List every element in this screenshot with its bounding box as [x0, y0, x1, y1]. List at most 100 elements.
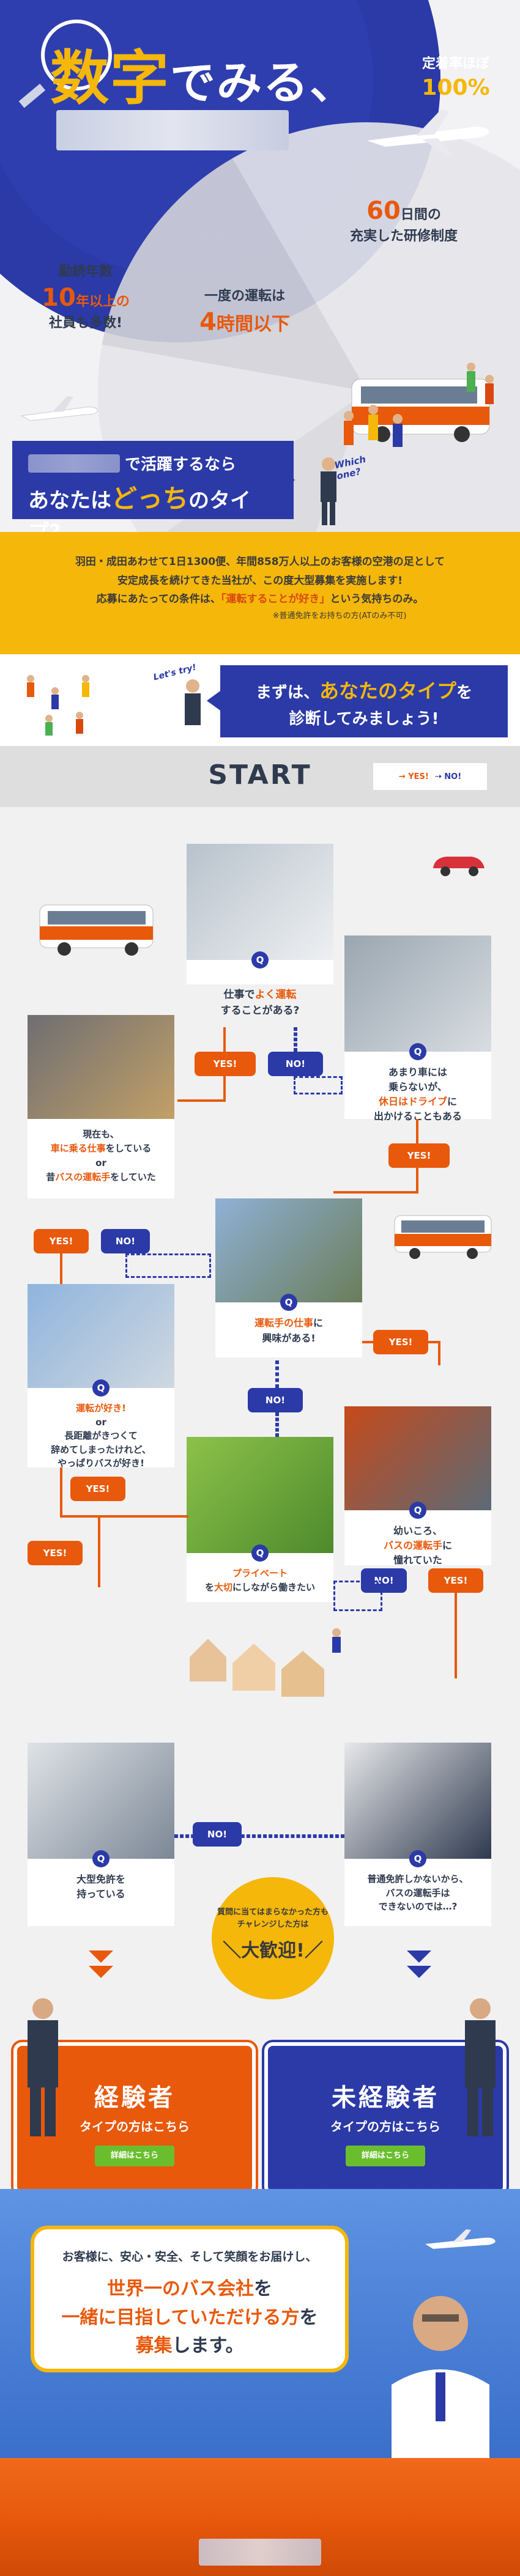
- welcome-bubble: 質問に当てはまらなかった方もチャレンジした方は ＼大歓迎!／: [212, 1877, 334, 1999]
- q3-pre2: 昔: [46, 1171, 56, 1183]
- question-card-7: Q プライベート を大切にしながら働きたい: [187, 1437, 333, 1602]
- no-label: NO!: [248, 1388, 303, 1412]
- intro-line3-pre: 応募にあたっての条件は、: [96, 593, 221, 606]
- stat-driving-label: 一度の運転は: [204, 289, 285, 304]
- closing-line4-emph: 募集: [135, 2335, 173, 2356]
- photo-driver-wheel: [187, 844, 333, 960]
- details-button-inexperienced[interactable]: 詳細はこちら: [346, 2146, 425, 2166]
- people-scatter-illustration: [27, 675, 201, 736]
- driver-figure: [321, 457, 336, 525]
- photo-bus-door: [344, 1406, 491, 1510]
- chevron-down-icon: [407, 1950, 431, 1978]
- no-label: NO!: [193, 1822, 242, 1847]
- q-badge: Q: [251, 1544, 269, 1562]
- question-card-3: 現在も、 車に乗る仕事をしている or 昔バスの運転手をしていた: [28, 1015, 174, 1198]
- magnifier-icon: [18, 20, 112, 108]
- closing-line1: お客様に、安心・安全、そして笑顔をお届けし、: [62, 2250, 318, 2264]
- q1-emph: よく運転: [254, 989, 297, 1001]
- q9-line3: できないのでは…?: [378, 1901, 458, 1912]
- q2-line4: 出かけることもある: [373, 1110, 462, 1122]
- q3-post2: をしていた: [110, 1171, 156, 1183]
- intro-line2: 安定成長を続けてきた当社が、この度大型募集を実施します!: [117, 574, 403, 587]
- question-card-8: Q 大型免許を 持っている: [28, 1743, 174, 1926]
- company-name-blurred-3: [199, 2539, 321, 2566]
- diagnose-line1-pre: まずは、: [255, 684, 319, 702]
- details-button-experienced[interactable]: 詳細はこちら: [95, 2146, 174, 2166]
- driver-standing-left: [28, 1998, 58, 2136]
- q2-line2: 乗らないが、: [388, 1081, 447, 1093]
- bus-illustration-3: [394, 1215, 492, 1259]
- question-card-6: Q 幼いころ、 バスの運転手に 憧れていた: [344, 1406, 491, 1566]
- stat-training-value: 60: [366, 197, 401, 225]
- intro-line1: 羽田・成田あわせて1日1300便、年間858万人以上のお客様の空港の足として: [75, 556, 445, 568]
- q1-pre: 仕事で: [223, 989, 255, 1001]
- q9-line2: バスの運転手は: [385, 1887, 450, 1899]
- q5-line5: やっぱりバスが好き!: [58, 1458, 144, 1469]
- welcome-big: 大歓迎!: [241, 1940, 305, 1962]
- photo-bus-city: [215, 1198, 362, 1302]
- closing-line4-post: します。: [172, 2335, 244, 2356]
- q7-post2: にしながら働きたい: [232, 1581, 316, 1593]
- q5-line4: 辞めてしまったけれど、: [51, 1444, 151, 1455]
- closing-line3-post: を: [299, 2306, 318, 2328]
- q2-line1: あまり車には: [388, 1066, 447, 1078]
- chevron-down-icon: [89, 1950, 113, 1978]
- q3-emph2: バスの運転手: [55, 1171, 111, 1183]
- yes-label: YES!: [28, 1541, 83, 1565]
- bus-illustration: [351, 378, 490, 442]
- stat-driving-value: 4: [199, 308, 217, 336]
- welcome-line2: チャレンジした方は: [237, 1919, 309, 1929]
- question-card-4: Q 運転手の仕事に 興味がある!: [215, 1198, 362, 1357]
- q3-emph1: 車に乗る仕事: [50, 1143, 106, 1154]
- q6-post: に: [442, 1540, 453, 1551]
- people-illustration: [344, 363, 494, 447]
- hero-title-rest: でみる、: [170, 57, 356, 109]
- diagnose-line1-post: を: [456, 684, 473, 702]
- q2-post: に: [447, 1096, 458, 1107]
- diagnose-line1-emph: あなたのタイプ: [319, 679, 456, 703]
- type-line2-pre: あなたは: [28, 489, 111, 513]
- yes-no-legend: → YES! ⇢ NO!: [373, 763, 487, 790]
- flowchart-section: START → YES! ⇢ NO! Q 仕事でよく運転 することがある? Q …: [0, 746, 520, 2195]
- photo-bus-sky: [28, 1284, 174, 1388]
- question-card-1: Q: [187, 844, 333, 984]
- q3-mid: をしている: [105, 1143, 152, 1154]
- intro-band: 羽田・成田あわせて1日1300便、年間858万人以上のお客様の空港の足として 安…: [0, 532, 520, 654]
- yes-label: YES!: [34, 1229, 89, 1253]
- type-line2-emph: どっち: [111, 484, 189, 514]
- q-badge: Q: [409, 1850, 426, 1867]
- q4-post: に: [313, 1317, 324, 1329]
- question-card-2: Q あまり車には 乗らないが、 休日はドライブに 出かけることもある: [344, 936, 491, 1122]
- closing-message-card: お客様に、安心・安全、そして笑顔をお届けし、 世界一のバス会社を 一緒に目指して…: [31, 2226, 349, 2372]
- q7-emph2: 大切: [214, 1581, 232, 1593]
- closing-line2-emph: 世界一のバス会社: [107, 2278, 254, 2300]
- q-badge: Q: [251, 951, 269, 969]
- q5-emph: 運転が好き!: [76, 1403, 126, 1414]
- closing-line3-emph: 一緒に目指していただける方: [61, 2306, 300, 2328]
- bus-illustration-2: [39, 904, 154, 956]
- stat-tenure-label: 勤続年数: [58, 264, 113, 279]
- photo-driver-smiling: [28, 1743, 174, 1859]
- q5-or: or: [95, 1416, 106, 1428]
- type-line1: で活躍するなら: [125, 456, 237, 474]
- question-card-5: Q 運転が好き! or 長距離がきつくて 辞めてしまったけれど、 やっぱりバスが…: [28, 1284, 174, 1469]
- stat-driving: 一度の運転は 4時間以下: [171, 287, 318, 339]
- result-inexperienced-title: 未経験者: [332, 2084, 439, 2112]
- stat-tenure: 勤続年数 10年以上の 社員も多数!: [18, 263, 153, 332]
- airplane-small-icon: [20, 396, 98, 421]
- q-badge: Q: [409, 1502, 426, 1519]
- intro-note: ※普通免許をお持ちの方(ATのみ不可): [272, 611, 407, 621]
- legend-no: NO!: [444, 772, 462, 781]
- yes-label: YES!: [428, 1568, 483, 1593]
- yes-label: YES!: [388, 1143, 450, 1168]
- photo-car-interior: [344, 936, 491, 1052]
- stat-training-unit: 日間の: [400, 207, 441, 223]
- type-question-box: で活躍するなら あなたはどっちのタイプ?: [12, 441, 294, 545]
- q6-emph: バスの運転手: [383, 1540, 442, 1551]
- hero-title: 数字でみる、: [50, 31, 356, 116]
- yes-label: YES!: [195, 1052, 256, 1076]
- houses-illustration: [190, 1628, 341, 1697]
- photo-family: [187, 1437, 333, 1553]
- question-card-9: Q 普通免許しかないから、 バスの運転手は できないのでは…?: [344, 1743, 491, 1926]
- stat-retention-label: 定着率ほぼ: [422, 56, 489, 72]
